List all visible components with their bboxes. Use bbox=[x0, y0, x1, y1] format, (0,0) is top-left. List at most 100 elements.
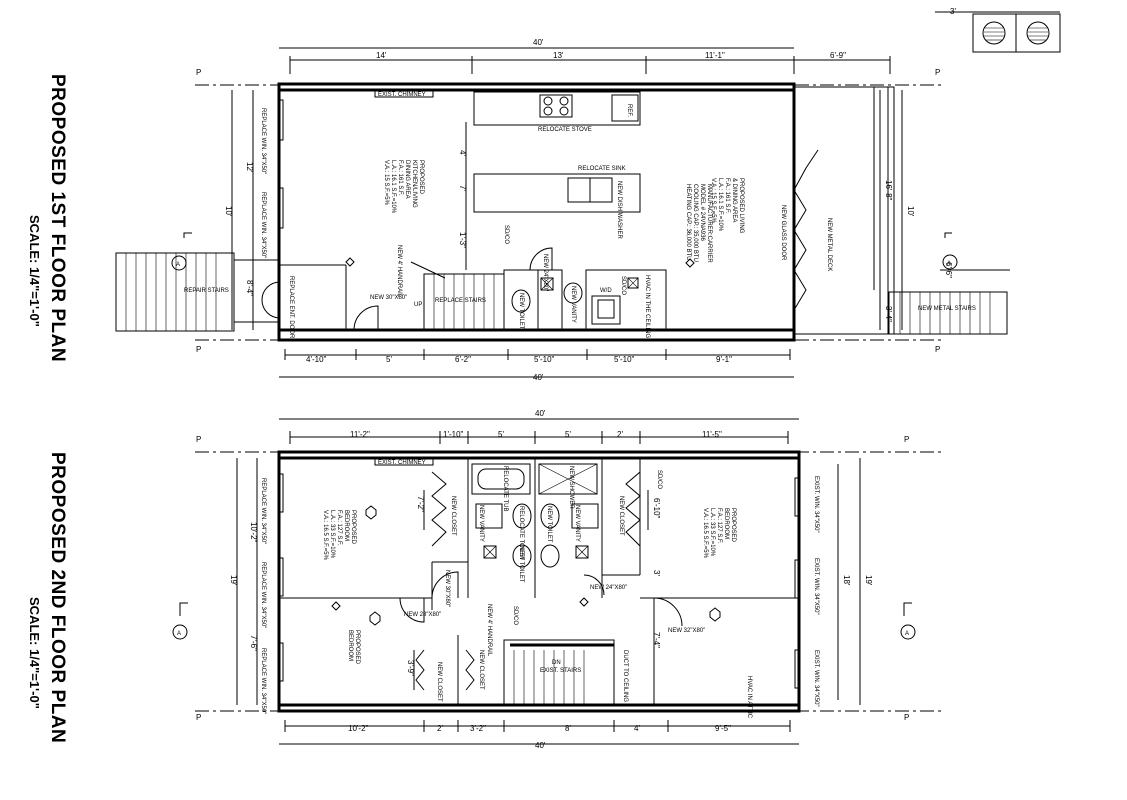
up-label: UP bbox=[414, 302, 422, 308]
room-area: L.A.: 16.1 S.F.=10% bbox=[717, 178, 723, 232]
room-label: BEDROOM bbox=[723, 508, 729, 539]
room-area: F.A.: 127 S.F. bbox=[336, 510, 342, 546]
deck-label: NEW METAL DECK bbox=[826, 218, 832, 271]
smoke-detector-icon bbox=[345, 257, 355, 267]
dimension: 5' bbox=[386, 355, 392, 364]
handrail-label: NEW 4' HANDRAIL bbox=[396, 245, 402, 298]
room-label: BEDROOM bbox=[343, 510, 349, 541]
dimension: 8'-4" bbox=[245, 280, 254, 296]
interior-stairs bbox=[503, 639, 615, 706]
glass-door-label: NEW GLASS DOOR bbox=[780, 205, 786, 261]
dimension: 8' bbox=[565, 724, 571, 733]
window-label: EXIST. WIN. 34"X50" bbox=[813, 476, 819, 533]
dimension: 19' bbox=[864, 575, 873, 586]
property-line-marker: P bbox=[904, 713, 909, 722]
dimension: 1'-3" bbox=[458, 232, 467, 248]
property-line-marker: P bbox=[935, 345, 940, 354]
exist-chimney-label: EXIST. CHIMNEY bbox=[378, 460, 426, 466]
dimension: 7'-4" bbox=[652, 632, 661, 648]
toilet-icon bbox=[511, 289, 531, 313]
window-label: REPLACE WIN. 34"X50" bbox=[260, 648, 266, 714]
legend: 3' bbox=[935, 7, 1061, 53]
legend-dimension: 3' bbox=[950, 7, 956, 16]
bathtub bbox=[471, 463, 531, 495]
closet-label: NEW CLOSET bbox=[618, 496, 624, 536]
hvac-spec: MANUFACTURER:CARRIER bbox=[706, 184, 712, 263]
rear-stairs-label: NEW METAL STAIRS bbox=[918, 306, 976, 312]
room-area: L.A.: 33 S.F.=10% bbox=[709, 508, 715, 557]
shower-label: NEW SHOWER bbox=[568, 466, 574, 509]
smoke-detector-icon bbox=[331, 601, 341, 611]
dimension: 7'-6" bbox=[249, 635, 258, 651]
smoke-detector-icon bbox=[579, 597, 589, 607]
dimension: 3' bbox=[652, 570, 661, 576]
dimension: 13' bbox=[553, 51, 564, 60]
circle-hatch-symbol bbox=[1026, 21, 1050, 45]
vanity-label: NEW VANITY bbox=[478, 505, 484, 542]
window-label: REPLACE WIN. 34"X50" bbox=[260, 108, 266, 174]
toilet-icon bbox=[540, 544, 560, 568]
dimension: 5'-10" bbox=[534, 355, 555, 364]
room-label: PROPOSED LIVING bbox=[738, 178, 744, 234]
closet-label: NEW CLOSET bbox=[436, 662, 442, 702]
dimension: 5'-10" bbox=[614, 355, 635, 364]
dimension: 3'-9" bbox=[406, 660, 415, 676]
hvac-spec: COOLING CAP.: 35,000 BTU bbox=[692, 184, 698, 262]
smoke-detector-icon bbox=[685, 258, 695, 268]
window bbox=[277, 557, 284, 597]
dn-label: DN bbox=[552, 660, 561, 666]
room-label: & DINING AREA bbox=[731, 178, 737, 222]
window bbox=[277, 473, 284, 513]
dimension: 4' bbox=[634, 724, 640, 733]
toilet-icon bbox=[512, 503, 532, 529]
window bbox=[277, 642, 284, 682]
vanity-icon bbox=[563, 282, 583, 304]
toilet-label: NEW TOILET bbox=[518, 293, 524, 330]
room-area: F.A.: 161 S.F. bbox=[724, 178, 730, 214]
room-area: L.A.: 16.1 S.F.=10% bbox=[390, 160, 396, 214]
room-label: DINING AREA bbox=[404, 160, 410, 199]
shower bbox=[538, 463, 598, 495]
second-floor-title: PROPOSED 2ND FLOOR PLAN bbox=[47, 452, 68, 743]
first-floor-scale: SCALE: 1/4"=1'-0" bbox=[27, 215, 42, 327]
room-label: BEDROOM bbox=[347, 630, 353, 661]
smoke-label: SD/CO bbox=[620, 276, 626, 295]
door-label: NEW 24"X80" bbox=[542, 254, 548, 291]
stove bbox=[539, 94, 573, 118]
dishwasher-label: NEW DISH WASHER bbox=[616, 181, 622, 239]
dimension: 6'-10" bbox=[652, 498, 661, 519]
property-line-marker: P bbox=[196, 345, 201, 354]
dimension: 10'-2" bbox=[348, 724, 369, 733]
smoke-label: SD/CO bbox=[512, 606, 518, 625]
toilet-label: NEW TOILET bbox=[546, 506, 552, 543]
svg-text:A: A bbox=[176, 262, 180, 268]
room-area: V.A.: 16.5 S.F.=5% bbox=[702, 508, 708, 559]
rear-stairs bbox=[888, 291, 1008, 335]
window-label: REPLACE WIN. 34"X50" bbox=[260, 192, 266, 258]
dimension: 10'-2" bbox=[249, 522, 258, 543]
hvac-spec: HEATING CAP.: 36,000 BTU bbox=[685, 184, 691, 260]
dimension: 6'-2" bbox=[455, 355, 471, 364]
dimension: 9'-5" bbox=[715, 724, 731, 733]
dimension: 10' bbox=[224, 206, 233, 217]
window bbox=[277, 187, 284, 229]
section-marker: A bbox=[172, 602, 188, 640]
washer-dryer bbox=[591, 295, 621, 325]
window bbox=[794, 649, 801, 689]
room-area: V.A.: 15 S.F.=5% bbox=[383, 160, 389, 206]
second-floor-scale: SCALE: 1/4"=1'-0" bbox=[27, 597, 42, 709]
tub-label: RELOCATE TUB bbox=[502, 466, 508, 511]
vanity-label: NEW VANITY bbox=[574, 505, 580, 542]
hvac-spec: MODEL # 24VNA936 bbox=[699, 184, 705, 241]
dimension: 7'-2" bbox=[416, 496, 425, 512]
property-line-marker: P bbox=[196, 68, 201, 77]
dimension: 10' bbox=[906, 206, 915, 217]
dimension: 6'-9" bbox=[830, 51, 846, 60]
refrigerator bbox=[611, 94, 639, 122]
hvac-label: HVAC IN ATTIC bbox=[746, 676, 752, 719]
door-label: NEW 28"X80" bbox=[404, 612, 441, 618]
mech-label: W/D bbox=[600, 288, 612, 294]
dimension: 40' bbox=[533, 38, 544, 47]
smoke-detector-icon bbox=[365, 505, 377, 520]
